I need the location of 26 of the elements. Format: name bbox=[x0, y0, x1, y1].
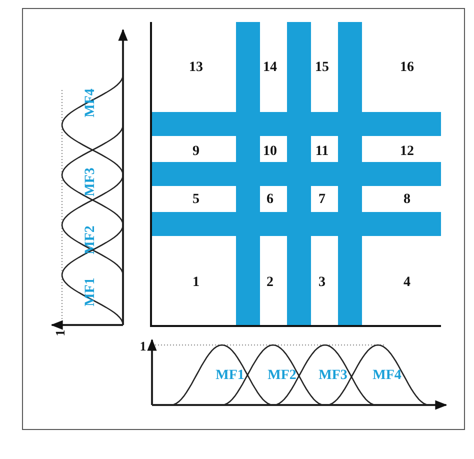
region-number: 10 bbox=[263, 145, 277, 159]
membership-function-label: MF4 bbox=[84, 88, 98, 118]
region-number: 3 bbox=[318, 276, 326, 290]
axis-tick-label: 1 bbox=[54, 330, 66, 336]
membership-function-label: MF2 bbox=[268, 369, 296, 383]
region-number: 7 bbox=[318, 193, 326, 207]
region-number: 15 bbox=[315, 61, 329, 75]
membership-function-label: MF3 bbox=[318, 369, 348, 383]
region-number: 5 bbox=[192, 193, 200, 207]
region-number: 1 bbox=[192, 276, 200, 290]
membership-function-label: MF1 bbox=[84, 278, 98, 306]
region-number: 2 bbox=[266, 276, 274, 290]
membership-function-label: MF3 bbox=[84, 168, 98, 196]
axis-tick-label: 1 bbox=[140, 340, 146, 352]
membership-function-label: MF1 bbox=[216, 369, 244, 383]
membership-function-label: MF2 bbox=[84, 226, 98, 254]
region-number: 4 bbox=[404, 276, 410, 290]
region-number: 13 bbox=[189, 61, 203, 75]
region-number: 6 bbox=[266, 193, 274, 207]
membership-function-label: MF4 bbox=[372, 369, 402, 383]
region-number: 9 bbox=[192, 145, 200, 159]
region-number: 16 bbox=[400, 61, 414, 75]
region-number: 12 bbox=[400, 145, 414, 159]
region-number: 11 bbox=[315, 145, 329, 159]
region-number: 14 bbox=[263, 61, 277, 75]
region-number: 8 bbox=[404, 193, 410, 207]
